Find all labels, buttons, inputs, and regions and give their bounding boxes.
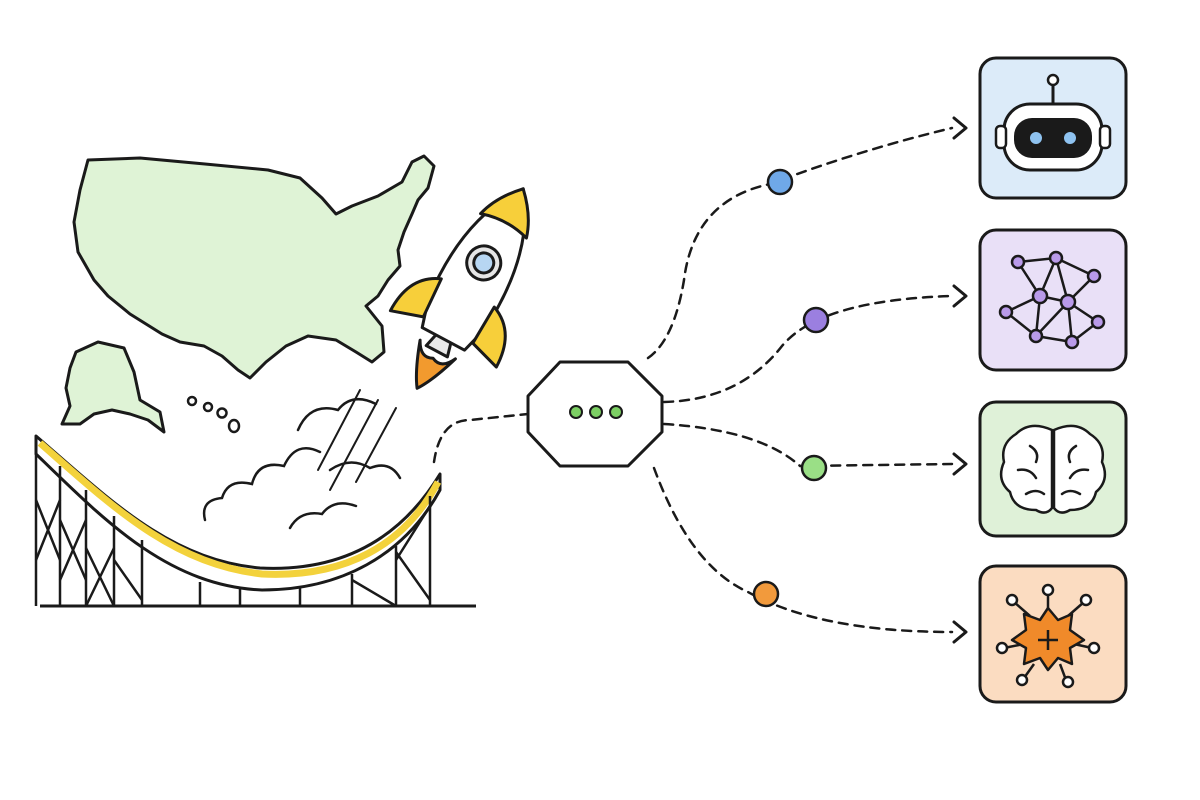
connector-hub-to-spark (652, 466, 954, 634)
connector-hub-to-network (662, 294, 954, 404)
alaska (60, 340, 166, 434)
spark-icon (995, 583, 1101, 689)
robot-card (978, 56, 1128, 200)
spark-card (978, 564, 1128, 704)
connector-source-to-hub (432, 412, 530, 464)
motion-lines (317, 389, 397, 491)
arrowheads (952, 116, 968, 644)
branch-dot-orange (752, 580, 780, 608)
hawaii-islands (186, 395, 241, 434)
us-map-icon (60, 154, 436, 434)
branch-dot-green (800, 454, 828, 482)
branch-dots (752, 168, 830, 608)
brain-icon (999, 424, 1107, 514)
arrowhead-network (952, 284, 968, 308)
branch-dot-blue (766, 168, 794, 196)
rocket-fin-right (471, 305, 507, 369)
rocket-icon (388, 187, 530, 390)
us-mainland (72, 154, 436, 380)
rocket-fin-left (388, 277, 443, 319)
arrowhead-spark (952, 620, 968, 644)
connector-hub-to-brain (662, 422, 954, 468)
ellipsis-icon (569, 405, 623, 419)
connectors (432, 126, 954, 634)
rocket-flame (414, 338, 457, 390)
rocket-nose (479, 187, 530, 240)
roller-coaster-icon (34, 434, 476, 608)
arrowhead-robot (952, 116, 968, 140)
network-card (978, 228, 1128, 372)
robot-icon (994, 73, 1112, 172)
hub-node (526, 360, 664, 468)
branch-dot-purple (802, 306, 830, 334)
network-icon (998, 250, 1106, 350)
brain-card (978, 400, 1128, 538)
arrowhead-brain (952, 452, 968, 476)
coaster-track-stripe (37, 440, 442, 578)
cloud-icon (202, 397, 402, 530)
connector-hub-to-robot (646, 126, 954, 360)
